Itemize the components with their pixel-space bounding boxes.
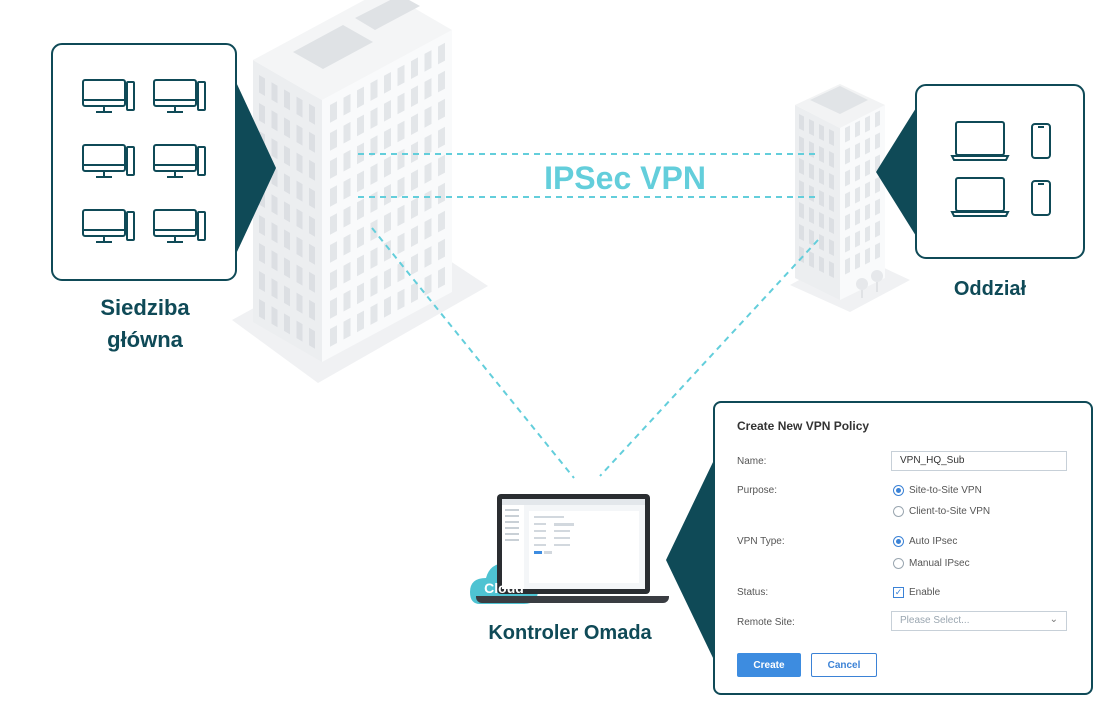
purpose-option-client-label: Client-to-Site VPN — [909, 506, 991, 517]
branch-building — [795, 84, 885, 300]
vpn-type-option-manual-label: Manual IPsec — [909, 558, 970, 569]
desktop-icon — [153, 144, 206, 178]
vpn-label: IPSec VPN — [544, 160, 706, 196]
laptop-icon — [950, 177, 1010, 217]
status-enable-label: Enable — [909, 587, 941, 598]
radio-icon[interactable] — [893, 558, 904, 569]
laptop-icon — [950, 121, 1010, 161]
status-label: Status: — [737, 587, 769, 598]
panel-pointer — [666, 460, 714, 660]
name-label: Name: — [737, 456, 767, 467]
status-enable[interactable]: ✓ Enable — [893, 587, 940, 598]
purpose-option-site-label: Site-to-Site VPN — [909, 485, 982, 496]
panel-title: Create New VPN Policy — [737, 419, 870, 433]
hq-label-line1: Siedziba — [100, 295, 190, 320]
hq-devices-callout — [51, 43, 276, 281]
cancel-button[interactable]: Cancel — [811, 653, 877, 677]
hq-label-line2: główna — [107, 327, 183, 352]
laptop-display — [502, 499, 645, 589]
vpn-policy-panel: Create New VPN Policy Name: VPN_HQ_Sub P… — [713, 401, 1093, 695]
vpn-type-option-auto[interactable]: Auto IPsec — [893, 536, 957, 547]
cloud-label: Cloud — [484, 580, 524, 596]
laptop-base — [476, 596, 669, 603]
vpn-type-label: VPN Type: — [737, 536, 785, 547]
name-input[interactable]: VPN_HQ_Sub — [891, 451, 1067, 471]
vpn-type-option-auto-label: Auto IPsec — [909, 536, 958, 547]
vpn-type-option-manual[interactable]: Manual IPsec — [893, 558, 970, 569]
remote-site-select[interactable]: Please Select... ⌄ — [891, 611, 1067, 631]
radio-icon[interactable] — [893, 506, 904, 517]
laptop-icon — [497, 494, 650, 594]
desktop-icon — [82, 79, 135, 113]
branch-devices-callout — [876, 84, 1085, 259]
desktop-icon — [153, 209, 206, 243]
remote-site-placeholder: Please Select... — [900, 615, 970, 626]
hq-building — [253, 0, 452, 362]
check-icon[interactable]: ✓ — [893, 587, 904, 598]
purpose-label: Purpose: — [737, 485, 778, 496]
phone-icon — [1031, 180, 1051, 216]
branch-label: Oddział — [953, 278, 1027, 300]
controller-label: Kontroler Omada — [488, 622, 652, 644]
controller-links — [371, 227, 819, 479]
phone-icon — [1031, 123, 1051, 159]
desktop-icon — [153, 79, 206, 113]
desktop-icon — [82, 144, 135, 178]
radio-selected-icon[interactable] — [893, 536, 904, 547]
purpose-option-client[interactable]: Client-to-Site VPN — [893, 506, 990, 517]
create-button[interactable]: Create — [737, 653, 801, 677]
remote-site-label: Remote Site: — [737, 617, 795, 628]
purpose-option-site[interactable]: Site-to-Site VPN — [893, 485, 982, 496]
desktop-icon — [82, 209, 135, 243]
radio-selected-icon[interactable] — [893, 485, 904, 496]
chevron-down-icon: ⌄ — [1049, 614, 1058, 625]
